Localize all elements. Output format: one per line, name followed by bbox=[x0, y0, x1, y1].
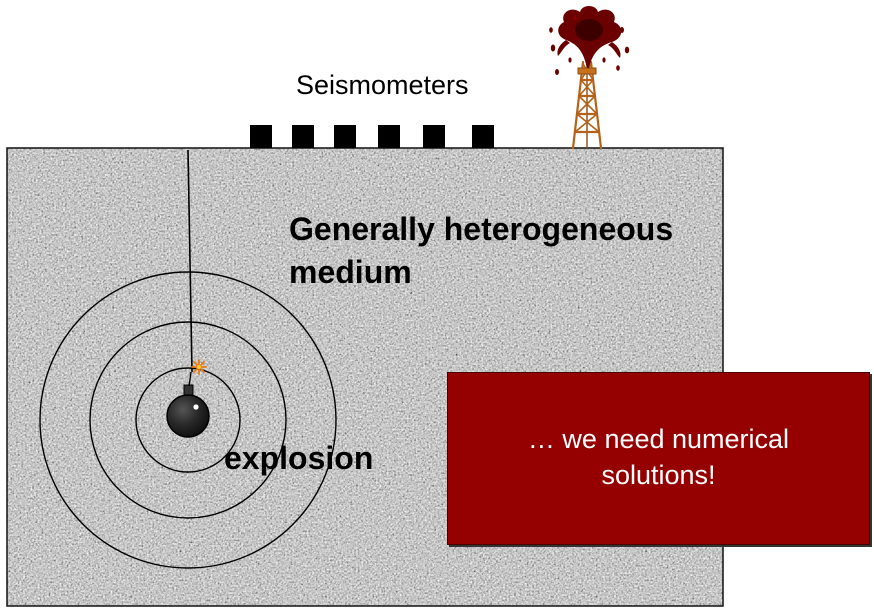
wavefront-ring bbox=[135, 367, 241, 473]
bomb-icon bbox=[166, 371, 210, 438]
seismometer-box-icon bbox=[472, 125, 494, 148]
seismometer-box-icon bbox=[250, 125, 272, 148]
fuse-wire bbox=[187, 149, 193, 373]
numerical-solutions-callout: … we need numerical solutions! bbox=[447, 372, 870, 545]
fuse-spark-icon bbox=[191, 359, 207, 375]
seismometer-box-icon bbox=[423, 125, 445, 148]
oil-gusher-icon bbox=[549, 6, 630, 75]
wavefronts bbox=[39, 271, 337, 569]
wavefront-ring bbox=[39, 271, 337, 569]
explosion-label: explosion bbox=[224, 440, 374, 476]
seismometer-array bbox=[250, 125, 494, 148]
medium-label: Generally heterogeneous medium bbox=[289, 211, 674, 290]
callout-text: … we need numerical solutions! bbox=[527, 423, 790, 490]
wavefront-ring bbox=[89, 321, 287, 519]
seismometer-box-icon bbox=[378, 125, 400, 148]
oil-derrick-icon bbox=[571, 60, 603, 150]
seismometers-label: Seismometers bbox=[296, 70, 469, 100]
seismometer-box-icon bbox=[292, 125, 314, 148]
seismometer-box-icon bbox=[334, 125, 356, 148]
